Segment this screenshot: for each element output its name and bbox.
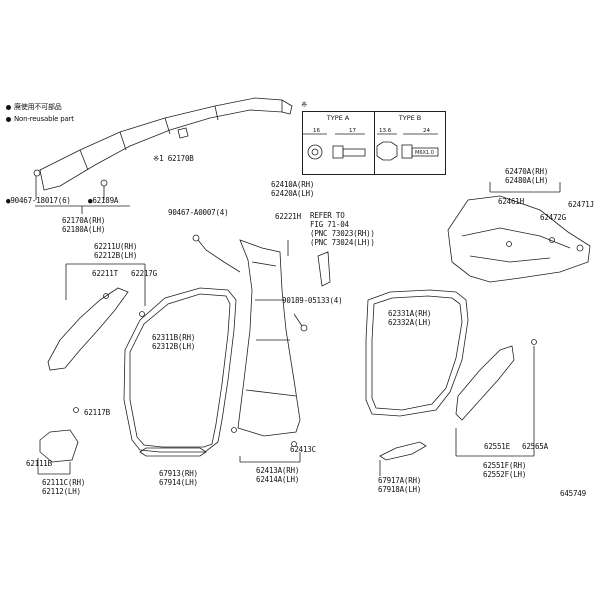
type-a-label: TYPE A: [326, 114, 350, 122]
type-b-bolt-text: M6X1.0: [415, 150, 434, 156]
callout-90189-05133: 90189-05133(4): [282, 296, 343, 305]
type-b-dim1: 13.6: [379, 128, 392, 134]
callout-62420A-lh: 62420A(LH): [271, 189, 315, 198]
callout-62331A-rh: 62331A(RH): [388, 309, 432, 318]
callout-refer-2: FIG 71-04: [310, 220, 349, 229]
callout-67914-lh: 67914(LH): [159, 478, 198, 487]
callout-62180A-lh: 62180A(LH): [62, 225, 106, 234]
legend-line-en: Non-reusable part: [6, 115, 74, 123]
callout-90467-18017: ●90467-18017(6): [6, 196, 71, 205]
callout-62414A-lh: 62414A(LH): [256, 475, 300, 484]
callout-62413A-rh: 62413A(RH): [256, 466, 300, 475]
type-a-dim1: 16: [313, 128, 320, 134]
callout-62410A-rh: 62410A(RH): [271, 180, 315, 189]
type-b-fastener-drawing: [376, 133, 439, 161]
refer-part-clip: [317, 251, 331, 287]
callout-62111C-rh: 62111C(RH): [42, 478, 86, 487]
cowl-side-trim-part: [39, 429, 79, 463]
callout-62565A: 62565A: [522, 442, 548, 451]
type-b-dim2: 24: [423, 128, 430, 134]
rear-lower-trim-part: [455, 345, 515, 421]
callout-62211T: 62211T: [92, 269, 118, 278]
callout-62117B: 62117B: [84, 408, 110, 417]
type-b-label: TYPE B: [398, 114, 422, 122]
callout-62170A-rh: 62170A(RH): [62, 216, 106, 225]
callout-67918A-lh: 67918A(LH): [378, 485, 422, 494]
callout-62470A-rh: 62470A(RH): [505, 167, 549, 176]
callout-refer-4: (PNC 73024(LH)): [310, 238, 375, 247]
roof-garnish-part: [39, 97, 283, 191]
callout-62211U-rh: 62211U(RH): [94, 242, 138, 251]
callout-67917A-rh: 67917A(RH): [378, 476, 422, 485]
clip-62170B-part: [177, 127, 189, 139]
non-reusable-bullet-icon: [6, 116, 11, 122]
callout-62221H: 62221H: [275, 212, 301, 221]
callout-62471J: 62471J: [568, 200, 594, 209]
rear-door-weatherstrip-part: [365, 289, 469, 417]
type-a-cell: TYPE A 16 17: [303, 112, 373, 174]
callout-62112-lh: 62112(LH): [42, 487, 81, 496]
callout-62551E: 62551E: [484, 442, 510, 451]
front-pillar-garnish-part: [47, 287, 129, 371]
type-a-fastener-drawing: [303, 133, 366, 160]
callout-62312B-lh: 62312B(LH): [152, 342, 196, 351]
callout-62461H: 62461H: [498, 197, 524, 206]
type-box-marker: ※: [301, 100, 308, 109]
front-scuff-plate-part: [139, 447, 207, 457]
fastener-type-table: TYPE A 16 17 TYPE B 13.6 24 M6X1.0: [302, 111, 446, 175]
callout-62552F-lh: 62552F(LH): [483, 470, 527, 479]
rear-scuff-plate-part: [379, 441, 427, 461]
callout-62551F-rh: 62551F(RH): [483, 461, 527, 470]
callout-62111B: 62111B: [26, 459, 52, 468]
center-pillar-garnish-part: [237, 239, 301, 437]
callout-62332A-lh: 62332A(LH): [388, 318, 432, 327]
legend: 廃使用不可部品 Non-reusable part: [6, 103, 74, 123]
type-b-cell: TYPE B 13.6 24 M6X1.0: [374, 112, 445, 174]
figure-number: 645749: [560, 489, 586, 498]
non-reusable-bullet-icon: [6, 104, 11, 110]
quarter-trim-part: [447, 195, 591, 283]
callout-90467-A0007: 90467-A0007(4): [168, 208, 229, 217]
callout-62212B-lh: 62212B(LH): [94, 251, 138, 260]
callout-67913-rh: 67913(RH): [159, 469, 198, 478]
front-door-weatherstrip-part: [123, 287, 237, 453]
callout-62311B-rh: 62311B(RH): [152, 333, 196, 342]
callout-refer-1: REFER TO: [310, 211, 345, 220]
callout-62217G: 62217G: [131, 269, 157, 278]
callout-62189A: ●62189A: [88, 196, 119, 205]
callout-62480A-lh: 62480A(LH): [505, 176, 549, 185]
callout-62170B: ※1 62170B: [153, 154, 194, 163]
legend-line-jp: 廃使用不可部品: [6, 103, 74, 111]
callout-refer-3: (PNC 73023(RH)): [310, 229, 375, 238]
type-a-dim2: 17: [349, 128, 356, 134]
callout-62472G: 62472G: [540, 213, 566, 222]
callout-62413C: 62413C: [290, 445, 316, 454]
